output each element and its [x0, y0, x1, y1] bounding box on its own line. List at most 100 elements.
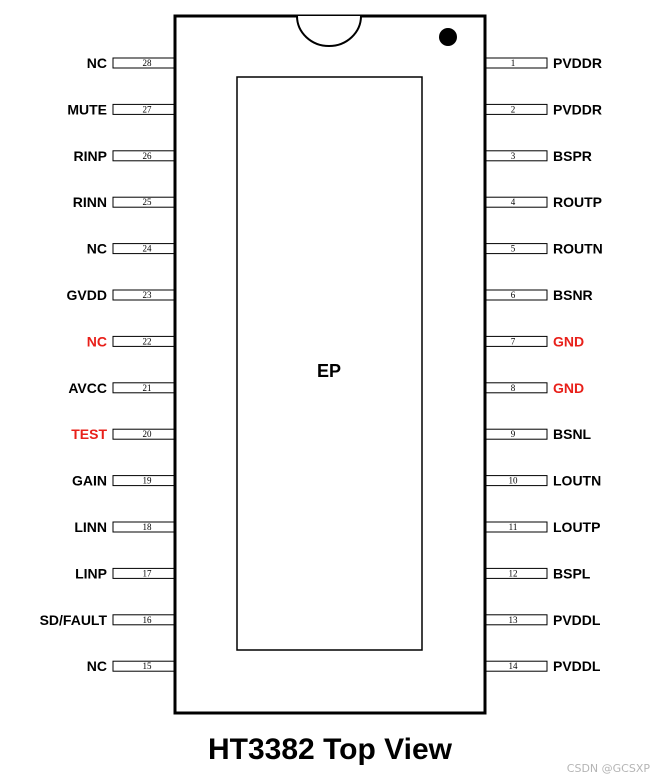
- pin-number: 16: [143, 615, 153, 625]
- pin-number: 18: [143, 522, 153, 532]
- pin-10: 10 LOUTN: [485, 473, 601, 489]
- pin-lead: [485, 289, 548, 301]
- exposed-pad-label: EP: [317, 361, 341, 381]
- pin-lead: [112, 382, 175, 394]
- pin-lead: [112, 614, 175, 626]
- pin-name: NC: [87, 333, 107, 349]
- pin-lead: [485, 196, 548, 208]
- pin-lead: [112, 428, 175, 440]
- pin-number: 19: [143, 476, 153, 486]
- pin-26: 26 RINP: [74, 148, 175, 164]
- pin-lead: [485, 475, 548, 487]
- pin-name: LINP: [75, 565, 107, 581]
- pin-4: 4 ROUTP: [485, 194, 602, 210]
- pin-number: 6: [511, 290, 516, 300]
- pin-21: 21 AVCC: [68, 380, 175, 396]
- pin-lead: [485, 243, 548, 255]
- pin-lead: [112, 521, 175, 533]
- pin-name: RINP: [74, 148, 107, 164]
- pin-lead: [485, 103, 548, 115]
- pin-name: PVDDR: [553, 55, 602, 71]
- left-pin-column: 28NC27MUTE26RINP25RINN24NC23GVDD22NC21AV…: [40, 55, 175, 674]
- pin-lead: [485, 335, 548, 347]
- pin-lead: [485, 660, 548, 672]
- pin-lead: [485, 150, 548, 162]
- pin-number: 3: [511, 151, 516, 161]
- pin-number: 26: [143, 151, 153, 161]
- pin-lead: [112, 57, 175, 69]
- pin-name: GVDD: [67, 287, 107, 303]
- pin-11: 11 LOUTP: [485, 519, 600, 535]
- pin-name: LOUTP: [553, 519, 600, 535]
- pin-name: NC: [87, 55, 107, 71]
- pin-name: BSNR: [553, 287, 593, 303]
- pin-number: 22: [143, 336, 152, 346]
- pin-lead: [485, 614, 548, 626]
- pin-number: 17: [143, 568, 153, 578]
- pin-number: 10: [509, 476, 519, 486]
- pin1-dot: [439, 28, 457, 46]
- pin-lead: [112, 660, 175, 672]
- pin-23: 23 GVDD: [67, 287, 175, 303]
- pin-name: GND: [553, 333, 584, 349]
- pin-name: PVDDR: [553, 101, 602, 117]
- pin-name: ROUTN: [553, 241, 603, 257]
- pin-number: 27: [143, 104, 153, 114]
- pin-name: LINN: [74, 519, 107, 535]
- pin-lead: [485, 382, 548, 394]
- pin-17: 17 LINP: [75, 565, 175, 581]
- pin-name: LOUTN: [553, 473, 601, 489]
- pin-number: 4: [511, 197, 516, 207]
- pin-16: 16 SD/FAULT: [40, 612, 175, 628]
- pin-number: 9: [511, 429, 516, 439]
- pin-name: AVCC: [68, 380, 107, 396]
- pin-lead: [485, 521, 548, 533]
- pin-number: 11: [509, 522, 518, 532]
- pin-number: 8: [511, 383, 516, 393]
- pin-lead: [485, 57, 548, 69]
- pin-lead: [112, 150, 175, 162]
- pin-name: NC: [87, 658, 107, 674]
- pin-lead: [485, 428, 548, 440]
- pin-name: PVDDL: [553, 658, 601, 674]
- pin-number: 24: [143, 244, 153, 254]
- pin-9: 9 BSNL: [485, 426, 592, 442]
- diagram-title: HT3382 Top View: [208, 733, 452, 766]
- pin-name: PVDDL: [553, 612, 601, 628]
- pin-15: 15 NC: [87, 658, 175, 674]
- pin-12: 12 BSPL: [485, 565, 591, 581]
- pin-name: BSNL: [553, 426, 592, 442]
- pin-lead: [112, 475, 175, 487]
- pin-name: TEST: [71, 426, 107, 442]
- pin-number: 23: [143, 290, 153, 300]
- pin-name: SD/FAULT: [40, 612, 108, 628]
- exposed-pad: [236, 76, 423, 651]
- pin-22: 22 NC: [87, 333, 175, 349]
- pin-lead: [112, 103, 175, 115]
- pin-number: 14: [509, 661, 519, 671]
- pin-name: ROUTP: [553, 194, 602, 210]
- pin-lead: [112, 243, 175, 255]
- pin-lead: [112, 289, 175, 301]
- watermark: CSDN @GCSXP: [566, 762, 650, 775]
- pin-number: 15: [143, 661, 153, 671]
- pin-number: 21: [143, 383, 152, 393]
- pin-number: 7: [511, 336, 516, 346]
- package-notch: [296, 15, 362, 47]
- pin-18: 18 LINN: [74, 519, 175, 535]
- pin-6: 6 BSNR: [485, 287, 593, 303]
- pin-name: BSPL: [553, 565, 591, 581]
- pin-number: 12: [509, 568, 518, 578]
